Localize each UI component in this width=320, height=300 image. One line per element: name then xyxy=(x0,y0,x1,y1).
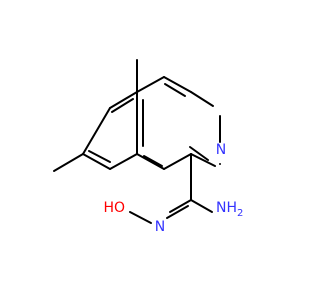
bond-c8-c8a xyxy=(109,153,138,170)
bond-n2-c1-inner xyxy=(189,146,209,161)
bond-c4-c3-inner xyxy=(164,83,186,97)
bond-n-oh xyxy=(129,211,152,224)
oxime-nitrogen-label: N xyxy=(155,219,165,235)
amine-label: NH2 xyxy=(216,200,243,219)
bond-c4a-c4 xyxy=(136,76,165,93)
bond-c6-c7 xyxy=(82,107,111,155)
bond-c4-c3 xyxy=(163,76,192,93)
bond-c5-c6 xyxy=(109,91,138,109)
bond-c7-c8 xyxy=(82,153,111,170)
hydroxyl-label: HO xyxy=(103,200,125,216)
bond-amidine-nh2 xyxy=(190,199,213,213)
bond-c8a-c1-link-inner xyxy=(143,155,163,167)
bond-c7-c8-inner xyxy=(88,150,111,163)
methyl-bond-c7 xyxy=(53,153,84,172)
molecule-structure: N NH2 N HO xyxy=(53,59,243,235)
amine-nh-text: NH xyxy=(216,200,237,216)
ring-nitrogen-label: N xyxy=(216,142,226,158)
bond-n2-c1-main xyxy=(190,153,216,167)
bond-c1-c8a xyxy=(163,153,192,170)
bond-c5-c6-inner xyxy=(111,98,134,113)
amine-subscript: 2 xyxy=(237,208,243,219)
bond-amidine-n xyxy=(169,199,192,213)
bond-c8a-c1-link xyxy=(136,153,165,170)
bond-amidine-n-double xyxy=(166,205,189,219)
bond-c3-n2 xyxy=(190,91,214,107)
